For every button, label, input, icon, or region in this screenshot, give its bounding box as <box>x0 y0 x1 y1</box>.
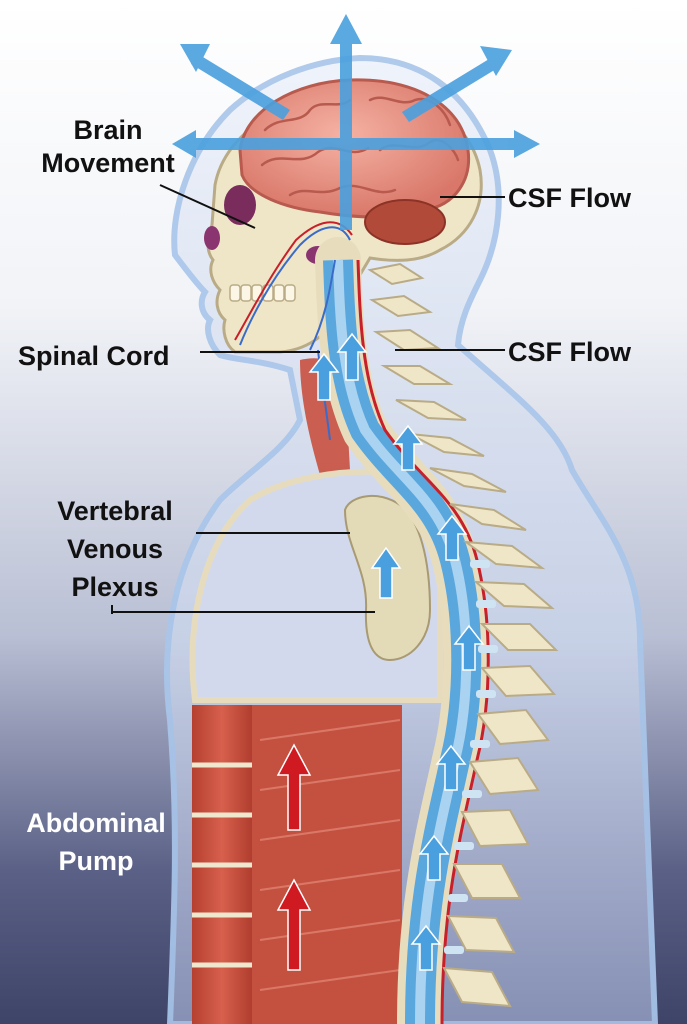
eye-socket <box>224 185 256 225</box>
nasal-sinus <box>204 226 220 250</box>
label-csf-flow-top: CSF Flow <box>508 183 631 213</box>
brain-movement-arrows <box>172 14 540 230</box>
label-csf-flow-mid: CSF Flow <box>508 337 631 367</box>
abdominal-wall <box>192 705 402 1024</box>
label-vvp-line3: Plexus <box>71 572 159 602</box>
leader-lines <box>111 184 505 614</box>
teeth <box>229 284 296 302</box>
label-vvp-line2: Venous <box>66 534 164 564</box>
label-abdominal-pump: Abdominal Pump <box>8 804 184 880</box>
label-abdominal-line2: Pump <box>58 846 134 876</box>
label-brain-movement-line2: Movement <box>41 148 175 178</box>
vertebrae <box>367 262 559 1008</box>
label-vvp-line1: Vertebral <box>57 496 173 526</box>
csf-flow-arrows <box>308 332 485 971</box>
abdominal-pump-arrows <box>276 743 312 971</box>
label-abdominal-line1: Abdominal <box>26 808 166 838</box>
intervertebral-discs <box>444 560 498 954</box>
label-brain-movement-line1: Brain <box>73 115 143 145</box>
cerebellum <box>364 199 446 245</box>
label-brain-movement: Brain Movement <box>10 114 206 180</box>
label-vertebral-venous-plexus: Vertebral Venous Plexus <box>10 492 220 606</box>
label-spinal-cord: Spinal Cord <box>18 341 170 371</box>
